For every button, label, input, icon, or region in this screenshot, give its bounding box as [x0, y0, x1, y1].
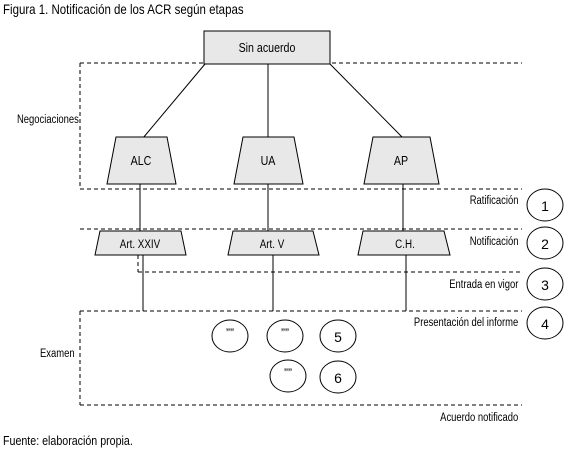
connector-sinacuerdo-alc [142, 63, 206, 139]
exam-circle-5 [319, 319, 357, 353]
exam-circle-ditto-3 [269, 359, 307, 393]
notification-label-art24: Art. XXIV [120, 238, 161, 251]
stage-label-entry-into-force: Entrada en vigor [448, 279, 518, 291]
agreement-label-ap: AP [394, 153, 408, 168]
negotiations-label: Negociaciones [17, 114, 79, 126]
stage-circle-4 [526, 306, 564, 340]
notification-shape-art24 [94, 230, 187, 256]
agreement-shape-alc [106, 136, 177, 185]
agreement-label-alc: ALC [131, 153, 152, 168]
notification-shape-ch [357, 230, 451, 256]
exam-label-5: 5 [334, 329, 342, 345]
stage-label-ratification: Ratificación [469, 195, 518, 207]
stage-number-2: 2 [541, 236, 549, 252]
exam-circle-6 [319, 360, 357, 394]
stage-label-agreement-notified: Acuerdo notificado [439, 412, 518, 424]
exam-label-6: 6 [334, 370, 342, 386]
stage-number-4: 4 [541, 316, 549, 332]
stage-circle-3 [526, 267, 564, 301]
exam-label-ditto-1: ”” [226, 326, 234, 340]
notification-label-art5: Art. V [260, 238, 285, 251]
exam-circle-ditto-2 [266, 319, 304, 353]
figure-source: Fuente: elaboración propia. [3, 433, 133, 448]
figure-title: Figura 1. Notificación de los ACR según … [3, 1, 244, 17]
stage-label-report: Presentación del informe [413, 317, 518, 329]
stage-circle-1 [526, 188, 564, 222]
agreement-label-ua: UA [261, 153, 276, 168]
exam-circle-ditto-1 [211, 319, 249, 353]
connector-sinacuerdo-ap [329, 63, 404, 139]
exam-label-ditto-2: ”” [281, 326, 289, 340]
agreement-shape-ua [233, 136, 304, 185]
exam-label-ditto-3: ”” [284, 366, 292, 380]
examination-label: Examen [40, 348, 75, 360]
notification-shape-art5 [227, 230, 320, 256]
no-agreement-label: Sin acuerdo [239, 40, 296, 55]
stage-label-notification: Notificación [469, 236, 518, 248]
stage-number-3: 3 [541, 277, 549, 293]
stage-circle-2 [526, 226, 564, 260]
no-agreement-box [203, 30, 331, 65]
notification-label-ch: C.H. [395, 238, 415, 251]
agreement-shape-ap [363, 136, 440, 185]
stage-number-1: 1 [541, 198, 549, 214]
